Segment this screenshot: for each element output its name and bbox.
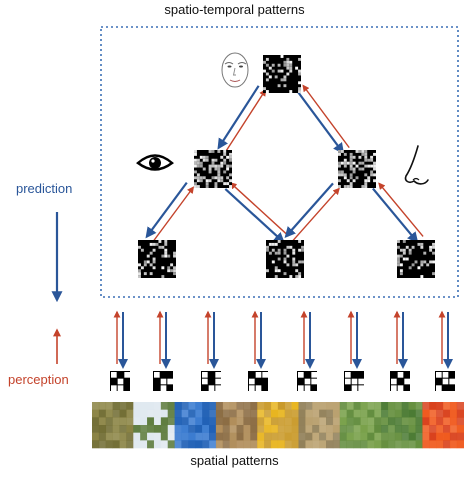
- image-patch-0: [92, 402, 134, 449]
- perception-arrow-right-bm: [291, 187, 340, 243]
- eye-icon: [136, 154, 174, 171]
- image-patch-6: [339, 402, 382, 449]
- spatio-temporal-patterns-label: spatio-temporal patterns: [164, 2, 305, 17]
- spatial-pattern-4: [297, 371, 317, 391]
- spatial-patterns-label: spatial patterns: [190, 453, 279, 468]
- nose-icon: [404, 145, 429, 185]
- spatial-pattern-7: [435, 371, 455, 391]
- image-patch-7: [381, 402, 423, 449]
- perception-arrow-top-right: [302, 84, 350, 149]
- image-patch-3: [215, 402, 258, 449]
- spatial-pattern-3: [248, 371, 268, 391]
- hierarchy-frame: [100, 26, 459, 298]
- spatial-pattern-1: [153, 371, 173, 391]
- prediction-arrow-right-bm: [284, 182, 334, 238]
- spatial-pattern-0: [110, 371, 130, 391]
- prediction-arrow-top-left: [217, 85, 260, 150]
- image-patch-8: [422, 402, 464, 449]
- image-patch-1: [133, 402, 175, 449]
- perception-arrow-right-br: [378, 182, 424, 237]
- pattern-node-br: [397, 240, 435, 278]
- perception-arrow-top-left: [224, 88, 267, 153]
- image-patch-2: [174, 402, 217, 449]
- prediction-arrow-left-bl: [145, 181, 188, 239]
- prediction-label: prediction: [16, 181, 73, 196]
- pattern-node-bm: [266, 240, 304, 278]
- image-patch-4: [257, 402, 299, 449]
- prediction-arrow-left-bm: [224, 188, 285, 244]
- perception-arrow-left-bm: [229, 182, 290, 237]
- spatial-pattern-6: [390, 371, 410, 391]
- image-patch-5: [298, 402, 341, 449]
- spatial-pattern-5: [344, 371, 364, 391]
- prediction-arrow-right-br: [372, 187, 419, 244]
- perception-label: perception: [8, 372, 69, 387]
- pattern-node-bl: [138, 240, 176, 278]
- pattern-node-right: [338, 150, 376, 188]
- pattern-node-left: [194, 150, 232, 188]
- pattern-node-top: [263, 55, 301, 93]
- prediction-arrow-top-right: [295, 89, 345, 155]
- face-icon: [221, 52, 249, 88]
- perception-arrow-left-bl: [152, 186, 195, 242]
- spatial-pattern-2: [201, 371, 221, 391]
